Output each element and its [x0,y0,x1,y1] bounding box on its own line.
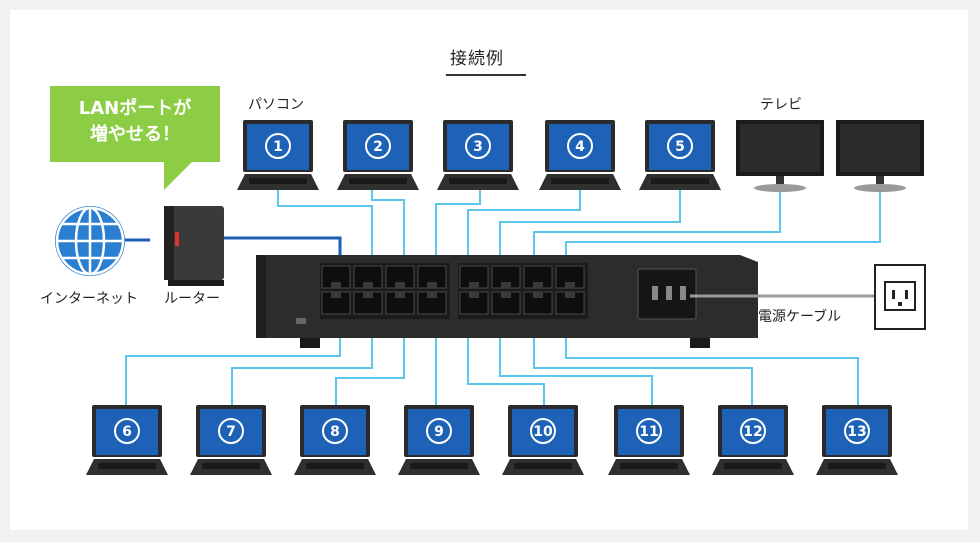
switching-hub [256,255,758,348]
cable-tv-2 [565,190,881,262]
laptop-screen [347,124,409,170]
laptop-screen [96,409,158,455]
pc-label: パソコン [248,97,304,113]
laptop-screen [618,409,680,455]
laptop-icon: 7 [190,405,272,475]
cable-8 [335,316,405,405]
laptop-number: 10 [533,424,553,440]
cable-10 [467,316,545,405]
cable-3 [435,188,481,262]
laptop-number: 6 [122,424,132,440]
laptop-number: 11 [639,424,658,440]
laptop-screen [200,409,262,455]
router-icon [164,206,224,286]
lan-ports [321,265,585,315]
cable-7 [231,316,373,405]
router-label: ルーター [164,291,220,307]
laptop-number: 2 [373,139,383,155]
laptop-number: 13 [847,424,866,440]
laptop-icon: 3 [437,120,519,190]
laptop-icon: 9 [398,405,480,475]
laptop-icon: 1 [237,120,319,190]
laptop-screen [649,124,711,170]
cables-bottom [125,316,859,405]
laptop-screen [247,124,309,170]
laptop-number: 8 [330,424,340,440]
laptop-icon: 5 [639,120,721,190]
laptop-icon: 2 [337,120,419,190]
laptop-screen [447,124,509,170]
power-switch [296,318,306,324]
laptop-screen [512,409,574,455]
cables-top [277,188,881,262]
laptop-number: 1 [273,139,283,155]
callout-tail [164,160,194,190]
cable-tv-1 [533,190,781,262]
tv-icon [836,120,924,192]
title-underline [446,74,526,76]
laptop-screen [826,409,888,455]
laptop-screen [549,124,611,170]
laptop-icon: 12 [712,405,794,475]
laptop-number: 5 [675,139,685,155]
laptop-screen [408,409,470,455]
cable-5 [499,188,681,262]
cable-4 [467,188,581,262]
callout-line-2: 増やせる！ [90,124,180,145]
internet-label: インターネット [40,291,138,307]
laptop-icon: 11 [608,405,690,475]
internet-globe-icon [55,206,125,276]
uplink-cable [125,236,342,262]
laptop-number: 9 [434,424,444,440]
laptop-icon: 13 [816,405,898,475]
laptop-screen [722,409,784,455]
laptop-icon: 6 [86,405,168,475]
laptop-number: 7 [226,424,236,440]
tv-label: テレビ [760,97,802,113]
tv-group [736,120,924,192]
power-cable-label: 電源ケーブル [758,309,842,325]
laptop-number: 4 [575,139,585,155]
laptop-icon: 8 [294,405,376,475]
laptop-number: 12 [743,424,762,440]
callout-bubble: LANポートが 増やせる！ [50,86,220,162]
laptop-screen [304,409,366,455]
cable-11 [499,316,653,405]
wall-outlet-icon [874,264,926,330]
tv-icon [736,120,824,192]
page-title: 接続例 [450,49,504,69]
laptop-icon: 4 [539,120,621,190]
laptop-number: 3 [473,139,483,155]
laptop-icon: 10 [502,405,584,475]
cable-2 [371,188,405,262]
callout-line-1: LANポートが [78,98,192,119]
cable-1 [277,188,373,262]
cable-12 [533,316,753,405]
